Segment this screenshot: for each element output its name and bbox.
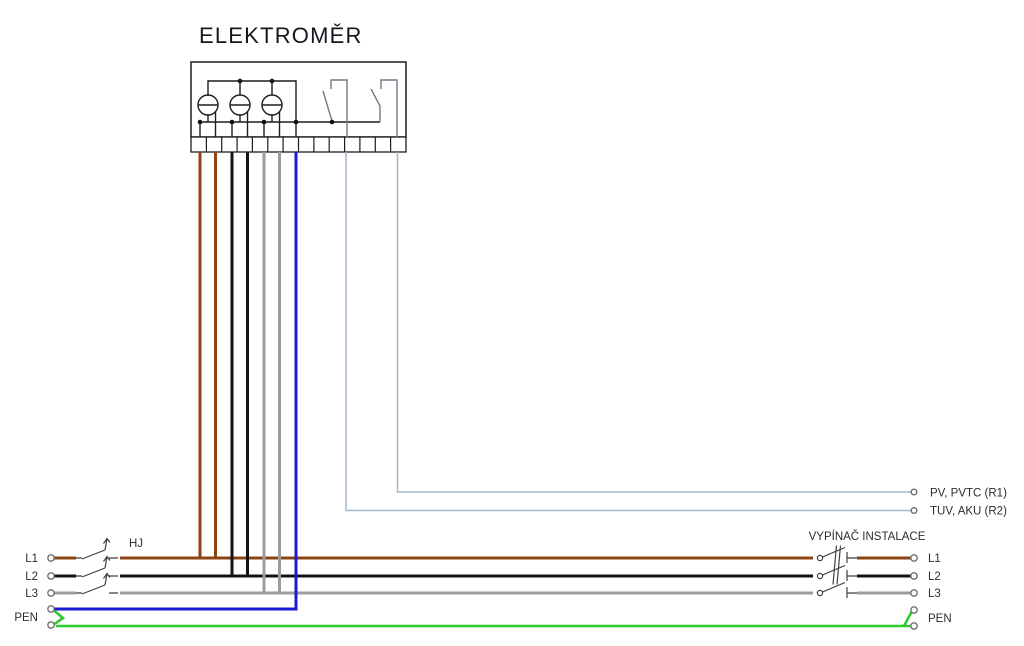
switch-pivot-l3 (816, 589, 824, 597)
relay-r2-label: TUV, AKU (R2) (930, 506, 1007, 518)
hj-pole-l2 (76, 555, 118, 578)
junction-dot (237, 78, 243, 84)
terminal-circles (47, 488, 918, 630)
junction-dot (293, 119, 299, 125)
installation-switch (816, 545, 857, 598)
signal-wires-r1-r2 (345, 152, 911, 512)
relay-terminal-r2 (910, 507, 918, 515)
hj-pole-l3 (76, 572, 118, 595)
meter-box (190, 61, 407, 138)
right-label-l1: L1 (928, 553, 941, 565)
installation-switch-label: VYPÍNAČ INSTALACE (809, 530, 926, 543)
junction-dot (229, 119, 235, 125)
left-terminal-l2 (47, 572, 55, 580)
tariff-switch-1 (322, 79, 348, 137)
tariff-switch-2-contact (380, 79, 398, 137)
tariff-switch-1-contact (330, 79, 348, 137)
left-label-l1: L1 (25, 553, 38, 565)
hj-label: HJ (129, 538, 143, 550)
junction-dot (197, 119, 203, 125)
relay-terminal-r1 (910, 488, 918, 496)
page-title: ELEKTROMĚR (199, 23, 363, 48)
junction-dot (269, 78, 275, 84)
hj-pole-l1 (76, 537, 118, 560)
right-terminal-pen-upper (910, 606, 918, 614)
tariff-switch-2-blade (370, 88, 381, 122)
junction-dot (329, 119, 335, 125)
switch-pivot-l2 (816, 572, 824, 580)
left-label-pen: PEN (14, 612, 38, 624)
right-terminal-l2 (910, 572, 918, 580)
left-label-l3: L3 (25, 588, 38, 600)
wire-n-blue (54, 152, 298, 611)
left-terminal-pen-pe (47, 621, 55, 629)
right-label-pen: PEN (928, 613, 952, 625)
relay-r1-label: PV, PVTC (R1) (930, 488, 1007, 500)
switch-pivot-l1 (816, 554, 824, 562)
switch-pole-l3 (822, 581, 857, 598)
tariff-switch-2 (370, 79, 398, 137)
meter-internal-wiring (198, 80, 380, 137)
wire-pen-green (53, 609, 913, 628)
left-terminal-pen-n (47, 605, 55, 613)
wire-l3-gray (54, 152, 911, 595)
switch-linkage (832, 545, 842, 585)
left-label-l2: L2 (25, 571, 38, 583)
right-label-l3: L3 (928, 588, 941, 600)
junction-dots (197, 78, 335, 125)
left-terminal-l3 (47, 589, 55, 597)
hj-breaker (76, 537, 118, 595)
terminal-strip-dividers (205, 137, 392, 152)
switch-pole-l1 (822, 546, 857, 563)
right-terminal-pen-lower (910, 622, 918, 630)
left-terminal-l1 (47, 554, 55, 562)
wire-l1-brown (54, 152, 911, 560)
right-terminal-l3 (910, 589, 918, 597)
right-label-l2: L2 (928, 571, 941, 583)
wire-l2-black (54, 152, 911, 578)
tariff-switch-1-blade (322, 90, 333, 122)
meter (190, 61, 407, 153)
right-terminal-l1 (910, 554, 918, 562)
junction-dot (261, 119, 267, 125)
